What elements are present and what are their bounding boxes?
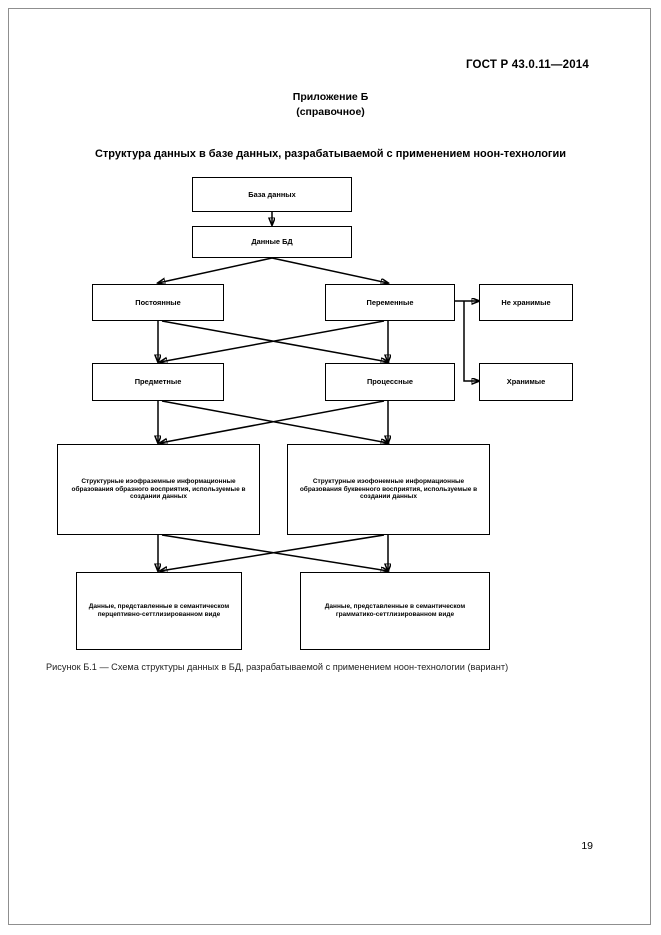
node-label: Переменные bbox=[366, 297, 414, 307]
appendix-kind: (справочное) bbox=[296, 106, 365, 118]
node-not-stored: Не хранимые bbox=[479, 284, 573, 321]
node-process: Процессные bbox=[325, 363, 455, 401]
node-label: Процессные bbox=[366, 377, 413, 387]
node-perceptive-settled-data: Данные, представленные в семантическом п… bbox=[76, 572, 242, 650]
figure-title: Структура данных в базе данных, разрабат… bbox=[94, 148, 567, 160]
link-dbdata-to-variable bbox=[271, 257, 388, 283]
node-constant: Постоянные bbox=[92, 284, 224, 321]
node-database: База данных bbox=[192, 177, 352, 212]
node-variable: Переменные bbox=[325, 284, 455, 321]
node-grammatical-settled-data: Данные, представленные в семантическом г… bbox=[300, 572, 490, 650]
node-label: Данные БД bbox=[251, 237, 293, 247]
node-label: Не хранимые bbox=[501, 297, 551, 307]
node-label: Предметные bbox=[134, 377, 182, 387]
node-stored: Хранимые bbox=[479, 363, 573, 401]
node-label: Данные, представленные в семантическом п… bbox=[88, 603, 230, 618]
link-process-to-isophraseme bbox=[160, 400, 385, 443]
node-db-data: Данные БД bbox=[192, 226, 352, 258]
connector-layer bbox=[0, 212, 661, 700]
node-isophoneme-structures: Структурные иэофонемные информационные о… bbox=[287, 444, 490, 535]
page-number: 19 bbox=[581, 840, 593, 852]
node-label: Структурные иэофонемные информационные о… bbox=[299, 477, 478, 501]
figure-caption: Рисунок Б.1 — Схема структуры данных в Б… bbox=[46, 662, 509, 672]
link-isophoneme-to-perceptive bbox=[160, 534, 385, 571]
link-variable-to-subject bbox=[160, 320, 385, 362]
node-subject: Предметные bbox=[92, 363, 224, 401]
link-dbdata-to-constant bbox=[158, 257, 273, 283]
node-label: База данных bbox=[248, 189, 296, 199]
appendix-heading: Приложение Б (справочное) bbox=[0, 90, 661, 120]
node-label: Структурные иэофраземные информационные … bbox=[71, 477, 246, 501]
node-label: Хранимые bbox=[506, 377, 546, 387]
node-isophraseme-structures: Структурные иэофраземные информационные … bbox=[57, 444, 260, 535]
flowchart-diagram: База данных Данные БД Постоянные Перемен… bbox=[0, 177, 661, 700]
node-label: Данные, представленные в семантическом г… bbox=[324, 603, 466, 618]
node-label: Постоянные bbox=[135, 297, 181, 307]
appendix-title: Приложение Б bbox=[292, 91, 369, 103]
document-standard-header: ГОСТ Р 43.0.11—2014 bbox=[465, 59, 589, 71]
link-variable-to-stored bbox=[463, 301, 479, 381]
